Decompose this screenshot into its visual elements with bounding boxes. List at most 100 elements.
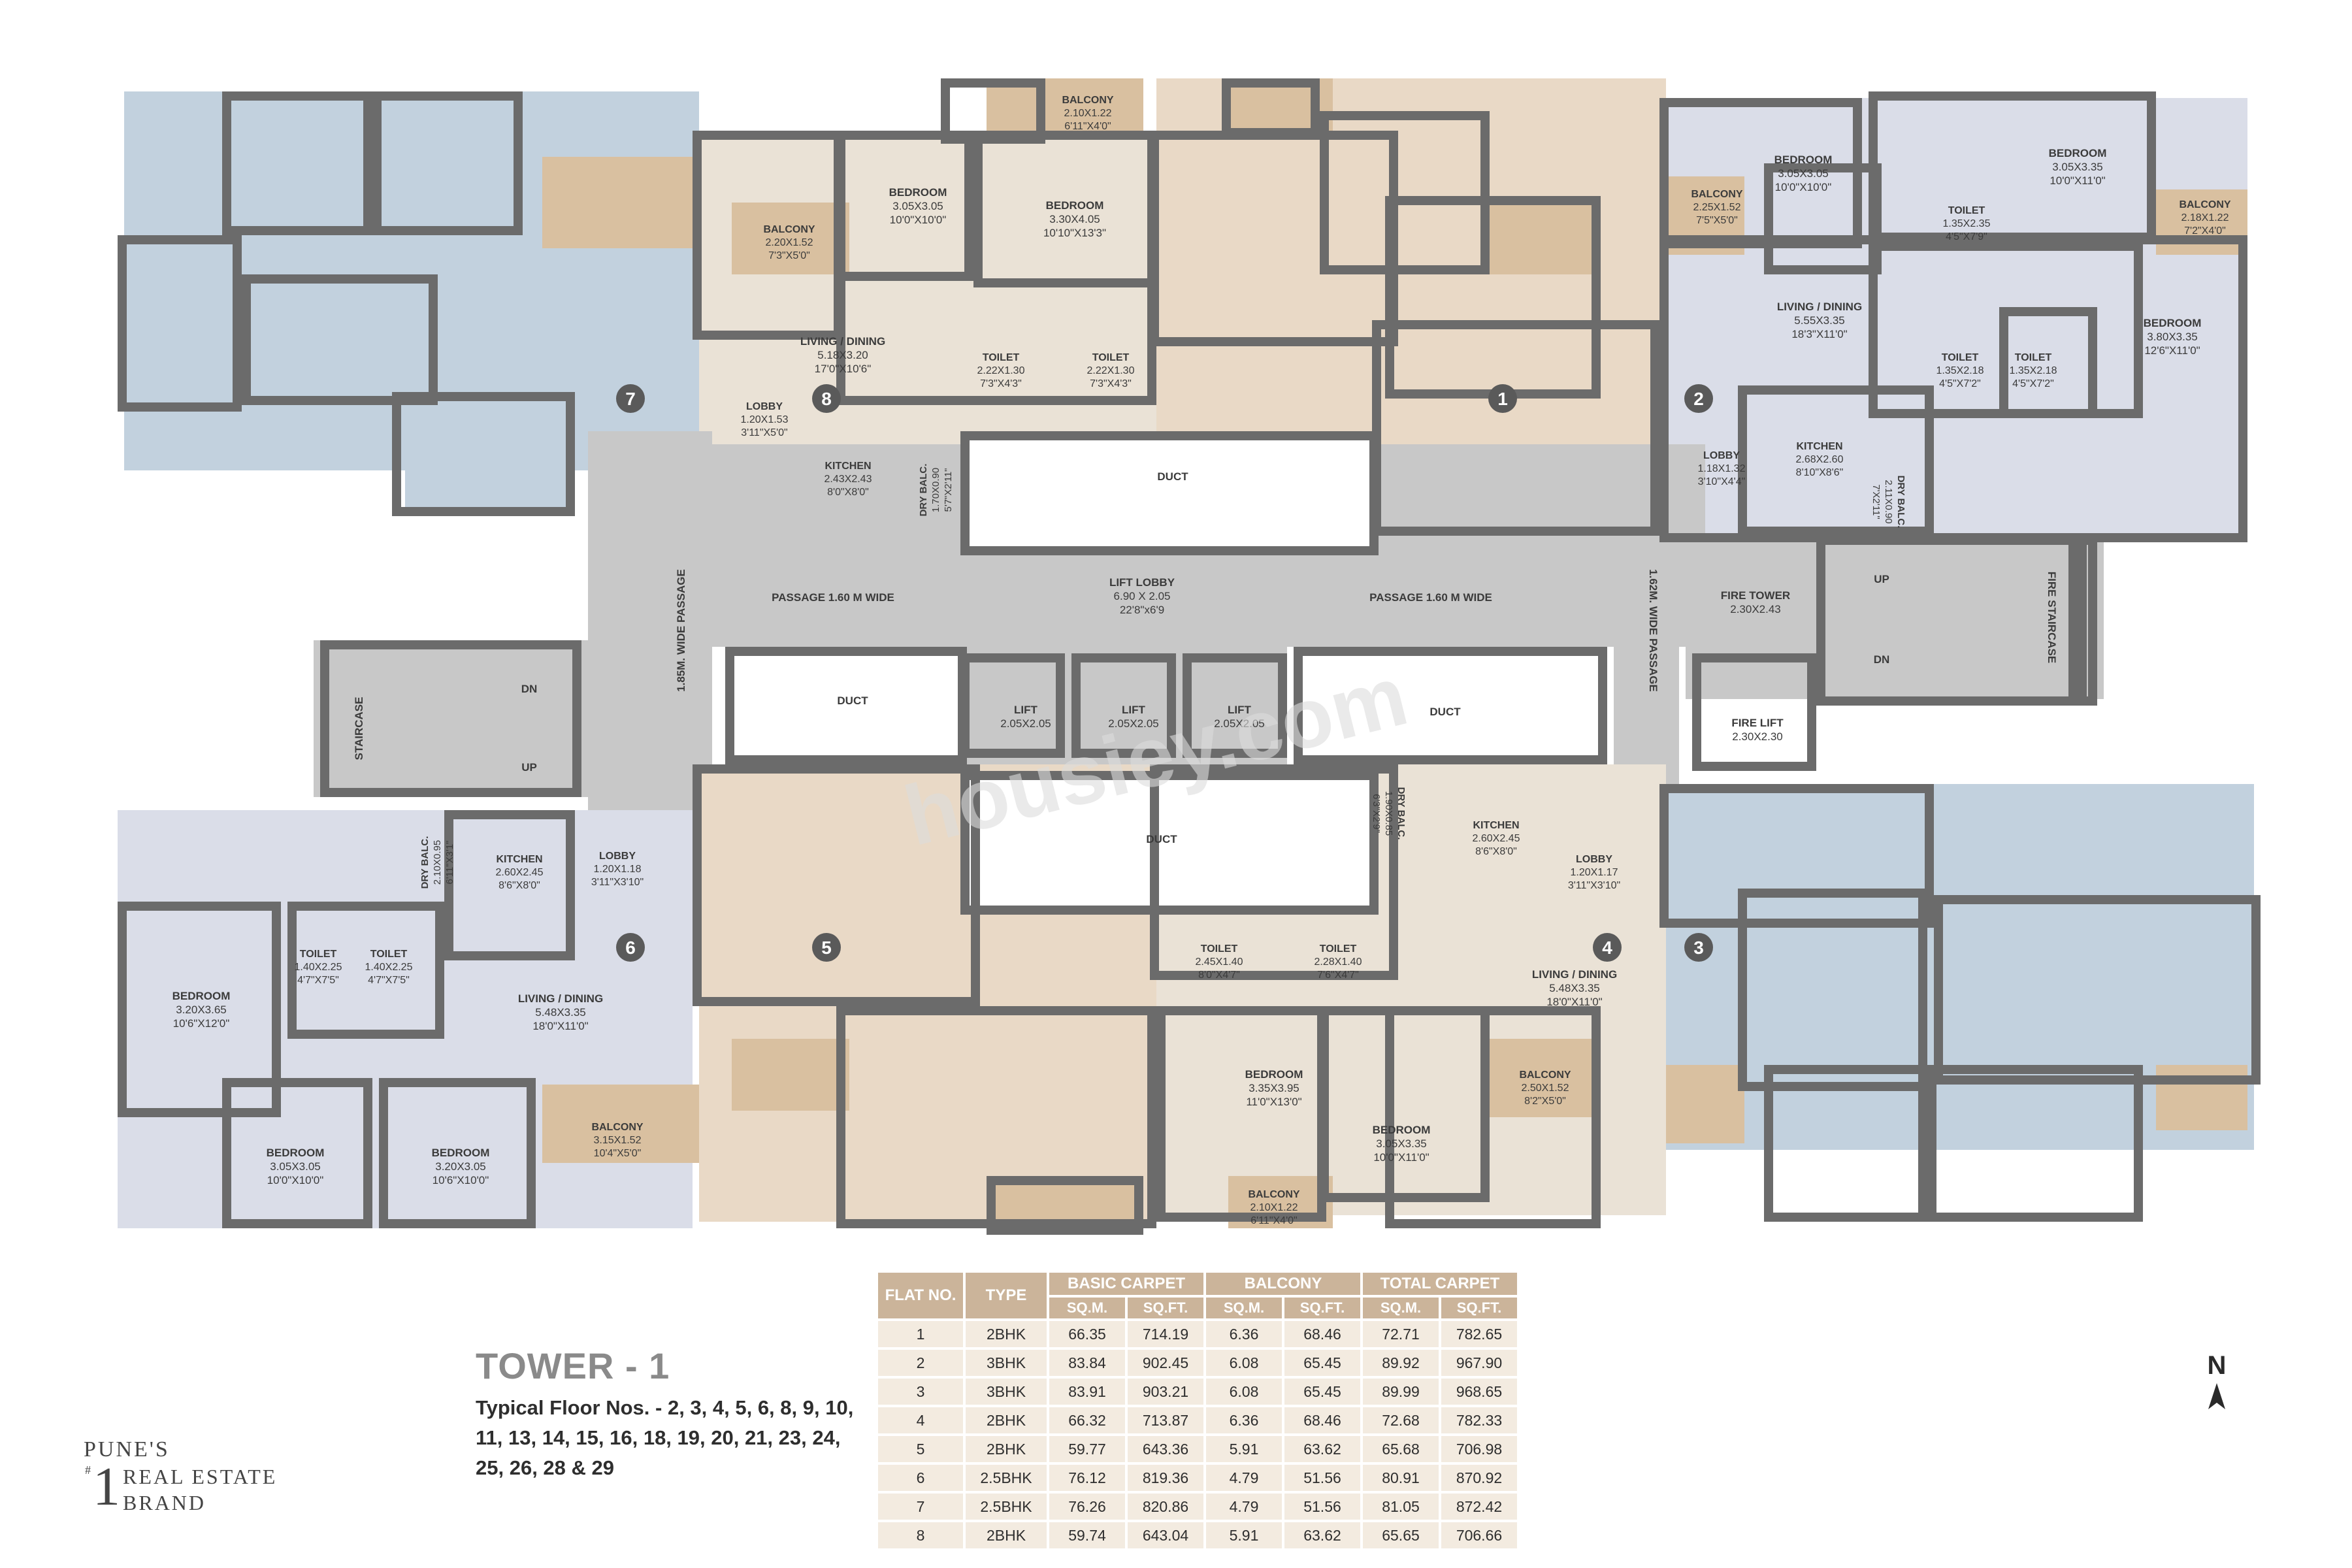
wall	[1764, 265, 1882, 274]
table-cell: 7	[878, 1494, 963, 1520]
wall	[1692, 762, 1816, 771]
wall	[1764, 1213, 1927, 1222]
label-line: STAIRCASE	[353, 697, 365, 760]
duct	[732, 647, 967, 764]
typical-floors: Typical Floor Nos. - 2, 3, 4, 5, 6, 8, 9…	[476, 1396, 854, 1479]
label-line: 3.05X3.05	[270, 1160, 321, 1173]
label-line: KITCHEN	[1796, 441, 1842, 452]
table-cell: 1	[878, 1321, 963, 1347]
table-cell: 2.5BHK	[966, 1494, 1047, 1520]
label-line: 3'10"X4'4"	[1698, 476, 1746, 487]
wall	[1738, 385, 1934, 395]
label-line: 5.55X3.35	[1794, 314, 1845, 327]
wall	[435, 902, 444, 1039]
wall	[392, 392, 575, 401]
table-cell: 2	[878, 1350, 963, 1376]
flat6-balcony	[542, 1085, 699, 1163]
table-cell: 820.86	[1128, 1494, 1203, 1520]
wall	[1659, 784, 1669, 928]
label-line: 5.18X3.20	[817, 349, 868, 361]
wall	[1738, 385, 1747, 536]
wall	[1294, 647, 1607, 656]
wall	[1385, 1006, 1394, 1228]
label-line: 3.20X3.65	[176, 1004, 227, 1016]
label-line: BEDROOM	[1245, 1068, 1303, 1081]
label-line: 2.05X2.05	[1000, 717, 1051, 730]
table-cell: 782.33	[1441, 1407, 1517, 1433]
table-cell: 65.45	[1284, 1379, 1360, 1405]
room-label-duct1: DUCT	[1157, 470, 1188, 483]
north-indicator: N	[2200, 1351, 2233, 1416]
wall	[372, 91, 523, 101]
label-line: KITCHEN	[1473, 820, 1519, 831]
label-line: 8'6"X8'0"	[498, 880, 540, 891]
wall	[1659, 98, 1862, 107]
wall	[2078, 536, 2087, 706]
table-cell: 72.68	[1363, 1407, 1439, 1433]
label-line: UP	[521, 761, 537, 774]
wall	[1934, 1075, 2261, 1085]
wall	[1320, 1006, 1329, 1202]
label-line: BEDROOM	[267, 1147, 325, 1159]
unit-badge	[1488, 384, 1517, 413]
brand-line3: BRAND	[123, 1491, 206, 1514]
label-line: 3.80X3.35	[2147, 331, 2198, 343]
wall	[1369, 771, 1379, 915]
table-cell: 81.05	[1363, 1494, 1439, 1520]
table-cell: 643.04	[1128, 1522, 1203, 1548]
wall	[379, 1078, 536, 1087]
label-line: LOBBY	[599, 851, 636, 862]
wall	[1869, 91, 2156, 101]
brand-line1: PUNE'S	[84, 1437, 170, 1462]
th-sub: SQ.FT.	[1284, 1298, 1360, 1318]
label-line: 4'5"X7'2"	[2012, 378, 2054, 389]
label-line: 2.11X0.90	[1883, 480, 1894, 523]
wall	[444, 951, 575, 960]
label-line: BEDROOM	[172, 990, 231, 1002]
wall	[1764, 1065, 1927, 1074]
room-label-fs: FIRE STAIRCASE	[2046, 572, 2058, 663]
wall	[1294, 755, 1607, 764]
label-line: 8'6"X8'0"	[1475, 846, 1517, 857]
label-line: DUCT	[837, 694, 868, 707]
table-cell: 3BHK	[966, 1350, 1047, 1376]
label-line: 5'7"X2'11"	[943, 468, 954, 512]
label-line: 1.62M. WIDE PASSAGE	[1647, 569, 1659, 692]
wall	[693, 997, 980, 1006]
wall	[1927, 1213, 2143, 1222]
label-line: 10'6"X10'0"	[433, 1174, 489, 1186]
table-cell: 6.36	[1206, 1407, 1282, 1433]
th-basic-carpet: BASIC CARPET	[1049, 1273, 1203, 1295]
room-label-dn2: DN	[521, 683, 538, 695]
unit-badge	[1684, 384, 1713, 413]
label-line: BALCONY	[1062, 95, 1113, 106]
unit-number: 3	[1693, 938, 1704, 958]
wall	[693, 764, 702, 1006]
wall	[444, 810, 453, 960]
wall	[2068, 536, 2078, 706]
wall	[1592, 1006, 1601, 1228]
wall	[1183, 749, 1287, 758]
wall	[363, 91, 372, 235]
flat5-balcony	[732, 1039, 849, 1111]
label-line: DUCT	[1146, 833, 1177, 845]
label-line: 4'5"X7'2"	[1939, 378, 1981, 389]
label-line: 5.48X3.35	[535, 1006, 586, 1019]
wall	[1925, 385, 1934, 536]
label-line: 3'11"X3'10"	[591, 877, 644, 888]
wall	[1659, 98, 1669, 248]
wall	[2134, 1065, 2143, 1222]
label-line: BALCONY	[2179, 199, 2230, 210]
wall	[1385, 196, 1601, 205]
wall	[960, 431, 1379, 440]
